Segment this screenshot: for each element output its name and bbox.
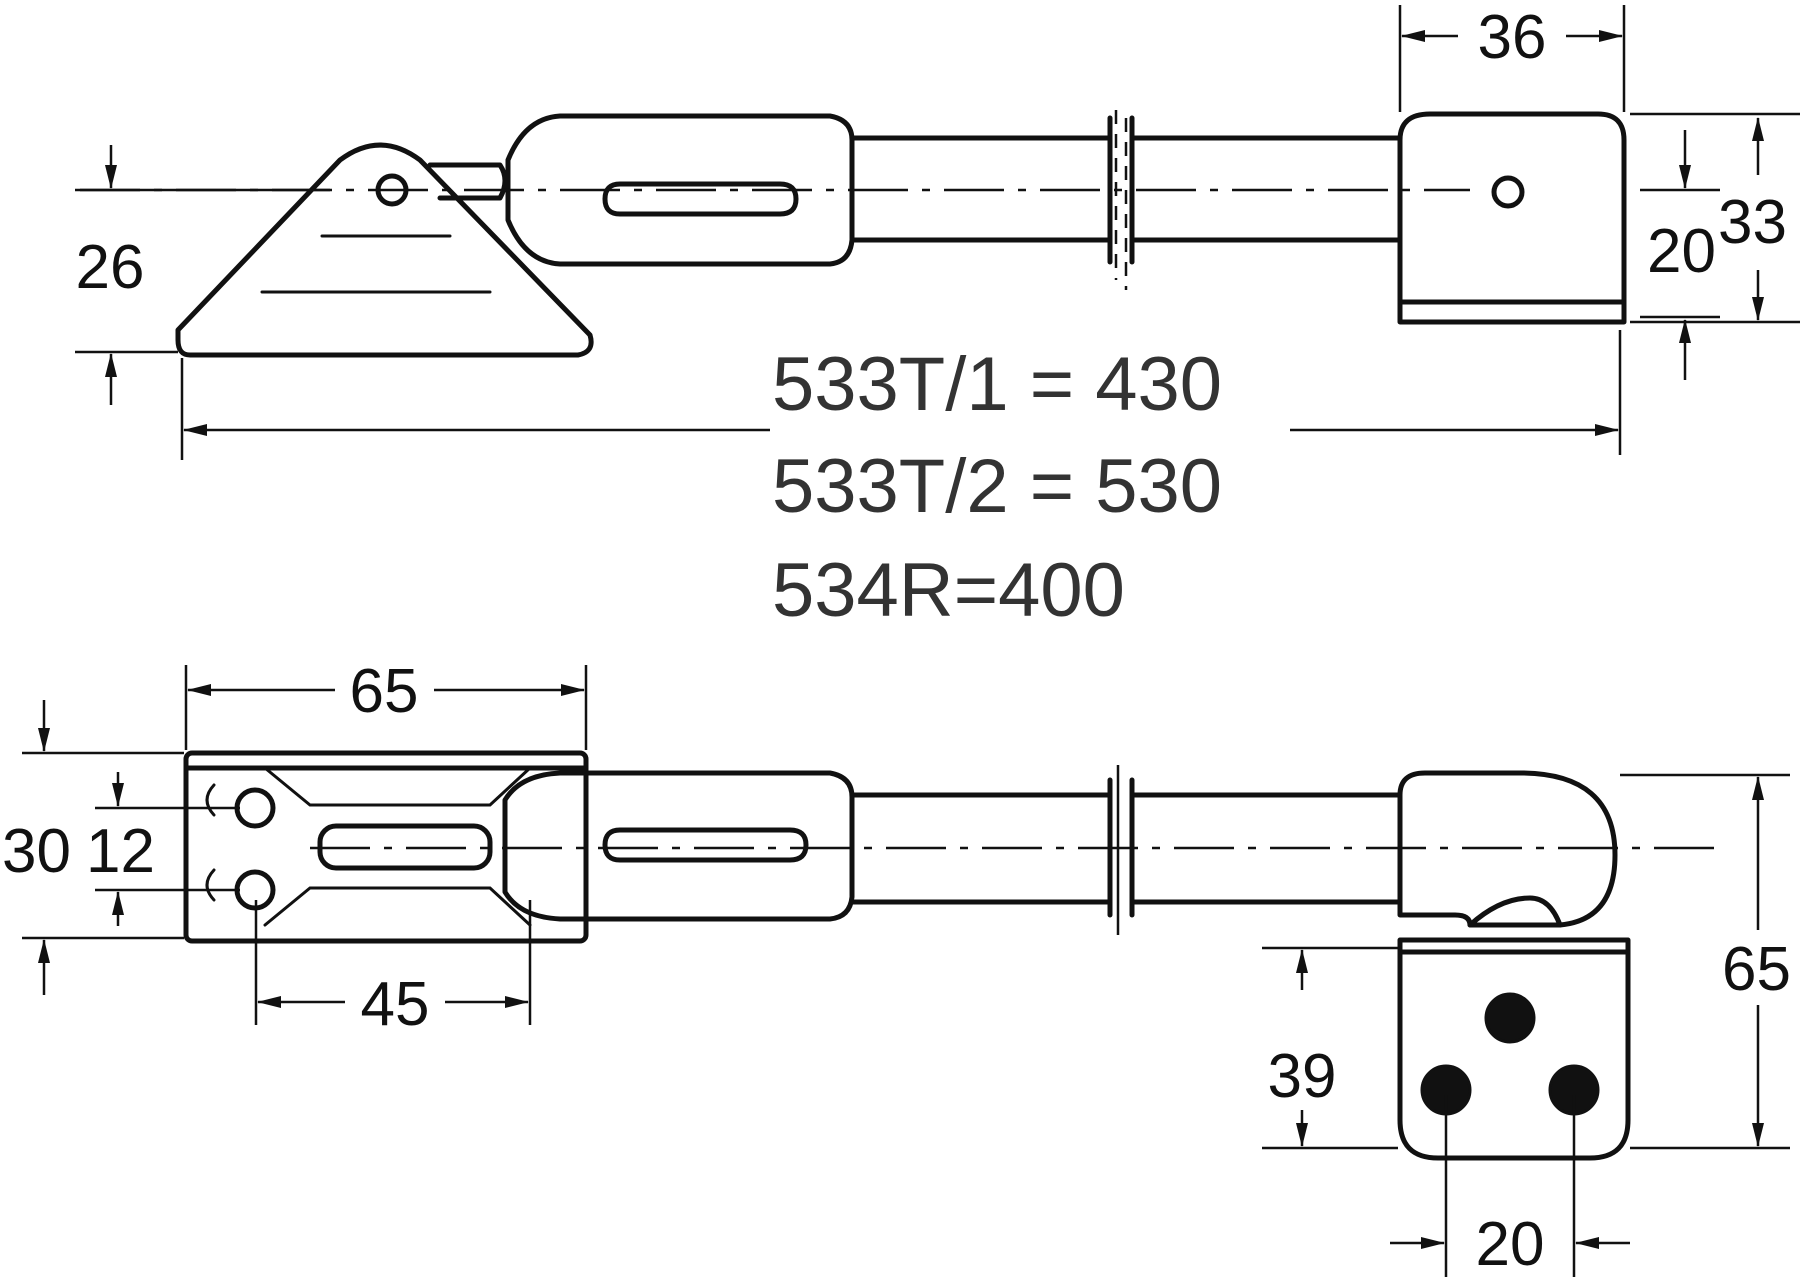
handle-neck	[1467, 895, 1563, 928]
tube-left-section	[849, 135, 1113, 243]
sleeve-slot-bottom	[602, 827, 809, 863]
dim-label-36: 36	[1478, 3, 1547, 72]
length-note-534r: 534R=400	[772, 548, 1125, 633]
dim-label-26: 26	[76, 233, 145, 302]
tube-right-section	[1129, 135, 1403, 243]
dim-label-39: 39	[1268, 1042, 1337, 1111]
dim-label-45: 45	[361, 970, 430, 1039]
length-note-533t-2: 533T/2 = 530	[772, 444, 1222, 529]
tube-sleeve-bottom	[502, 770, 855, 922]
base-plate	[183, 750, 589, 944]
dim-label-12: 12	[86, 817, 155, 886]
hook-plate-outline	[175, 142, 594, 358]
sleeve-slot	[602, 181, 799, 217]
dim-label-33: 33	[1718, 188, 1787, 257]
mounting-foot	[1397, 937, 1631, 1161]
base-hole-top-icon	[234, 787, 276, 829]
length-note-533t-1: 533T/1 = 430	[772, 342, 1222, 427]
length-notes: 533T/1 = 430 533T/2 = 530 534R=400	[772, 342, 1222, 633]
hook-link	[427, 162, 508, 201]
dim-label-20-pitch: 20	[1476, 1210, 1545, 1277]
top-view: 36 20 33 26	[75, 3, 1800, 460]
foot-hole-top-icon	[1484, 992, 1536, 1044]
handle-pin-icon	[1491, 175, 1525, 209]
handle-head	[1397, 111, 1627, 325]
dim-label-30: 30	[2, 817, 71, 886]
handle-elbow	[1397, 770, 1618, 928]
dim-label-20: 20	[1647, 217, 1716, 286]
dim-label-65-height: 65	[1722, 935, 1791, 1004]
dim-label-65-width: 65	[350, 657, 419, 726]
bottom-view: 65 45 30 12 65 39 20	[2, 657, 1791, 1277]
